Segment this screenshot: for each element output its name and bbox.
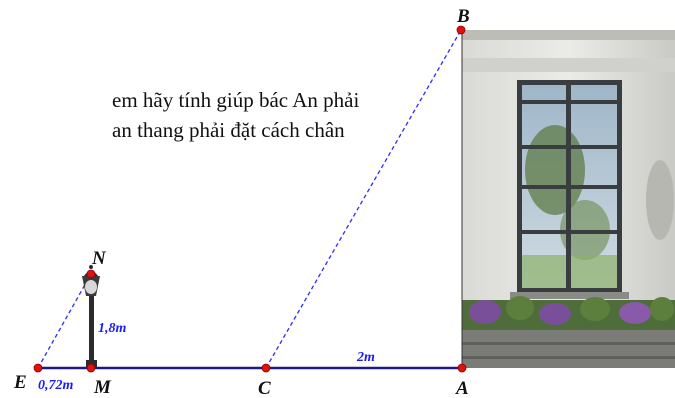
dashed-line-en xyxy=(37,273,92,369)
point-c xyxy=(261,363,271,373)
building-photo xyxy=(462,30,675,368)
problem-text-line-1: em hãy tính giúp bác An phải xyxy=(112,88,360,112)
label-m: M xyxy=(93,377,112,398)
label-n: N xyxy=(91,248,107,269)
label-e: E xyxy=(13,372,27,393)
point-b xyxy=(456,25,466,35)
street-lamp-icon xyxy=(82,265,100,368)
problem-text-line-2: an thang phải đặt cách chân xyxy=(112,118,345,142)
point-n xyxy=(86,269,96,279)
label-a: A xyxy=(455,378,469,398)
point-m xyxy=(86,363,96,373)
dashed-line-cb xyxy=(265,29,462,369)
measure-em: 0,72m xyxy=(38,378,74,393)
measure-ca: 2m xyxy=(356,350,375,365)
point-e xyxy=(33,363,43,373)
label-b: B xyxy=(456,6,470,27)
measure-lamp-height: 1,8m xyxy=(98,321,127,336)
point-a xyxy=(457,363,467,373)
label-c: C xyxy=(258,378,271,398)
